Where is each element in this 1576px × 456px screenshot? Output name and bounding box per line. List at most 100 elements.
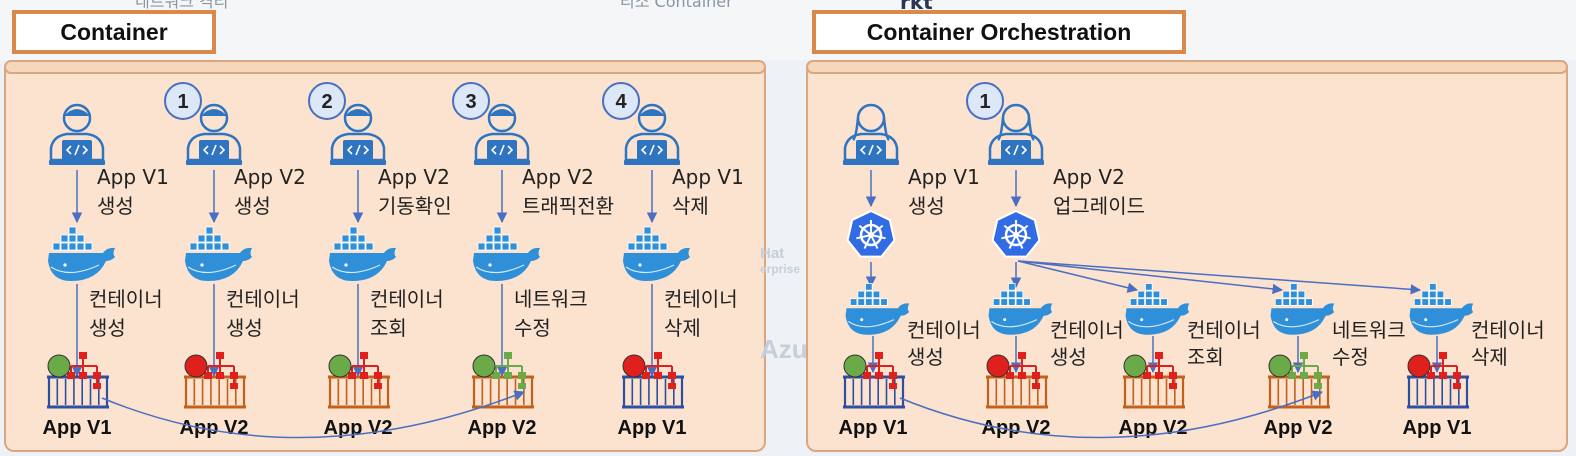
- docker-icon: [845, 283, 910, 335]
- app-version-label: App V2: [1264, 417, 1333, 439]
- step-number: 1: [164, 82, 202, 120]
- container-icon: [184, 352, 246, 409]
- action-label: App V1: [908, 165, 980, 189]
- command-label: 생성: [907, 345, 944, 369]
- status-indicator: [843, 354, 867, 378]
- panel-scroll-edge: [806, 60, 1568, 74]
- command-label: 수정: [1332, 345, 1369, 369]
- container-icon: [472, 352, 534, 409]
- network-icon: [348, 352, 382, 389]
- traffic-switch-arrow: [101, 390, 525, 439]
- docker-icon: [329, 226, 396, 281]
- developer-icon: [474, 103, 530, 165]
- developer-icon: [330, 103, 386, 165]
- action-label: 트래픽전환: [522, 194, 614, 218]
- action-label: 생성: [97, 194, 134, 218]
- docker-icon: [623, 226, 690, 281]
- action-label: 생성: [908, 194, 945, 218]
- container-icon: [328, 352, 390, 409]
- step-label: 1: [979, 91, 990, 113]
- container-icon: [47, 352, 109, 409]
- app-version-label: App V2: [324, 417, 393, 439]
- flow-arrow: [1017, 260, 1139, 293]
- step-label: 2: [321, 91, 332, 113]
- container-icon: [622, 352, 684, 409]
- orchestration-panel: [806, 60, 1568, 452]
- network-icon: [67, 352, 101, 389]
- action-label: App V2: [234, 165, 306, 189]
- action-label: 생성: [234, 194, 271, 218]
- command-label: 조회: [370, 316, 407, 340]
- status-indicator: [184, 354, 208, 378]
- docker-icon: [48, 226, 115, 281]
- status-indicator: [1268, 354, 1292, 378]
- app-version-label: App V1: [618, 417, 687, 439]
- command-label: 컨테이너: [907, 318, 981, 342]
- action-label: App V2: [522, 165, 594, 189]
- developer-icon: [49, 103, 105, 165]
- status-indicator: [622, 354, 646, 378]
- command-label: 컨테이너: [1050, 318, 1124, 342]
- container-icon: [843, 352, 905, 409]
- network-icon: [1143, 352, 1177, 389]
- background-text: Azu: [760, 334, 808, 364]
- panel-scroll-edge: [4, 60, 766, 74]
- action-label: App V1: [97, 165, 169, 189]
- status-indicator: [1407, 354, 1431, 378]
- command-label: 조회: [1187, 345, 1224, 369]
- step-label: 4: [615, 91, 627, 113]
- docker-icon: [1270, 283, 1335, 335]
- docker-icon: [185, 226, 252, 281]
- network-icon: [1006, 352, 1040, 389]
- action-label: 업그레이드: [1053, 194, 1145, 218]
- network-icon: [642, 352, 676, 389]
- network-icon: [1427, 352, 1461, 389]
- background-strip: [0, 0, 1576, 60]
- background-text: Hat: [760, 245, 784, 262]
- orchestration-title: Container Orchestration: [812, 10, 1186, 54]
- command-label: 삭제: [664, 316, 701, 340]
- action-label: App V1: [672, 165, 744, 189]
- app-version-label: App V2: [468, 417, 537, 439]
- command-label: 컨테이너: [1187, 318, 1261, 342]
- background-text: erprise: [760, 262, 800, 276]
- step-label: 3: [465, 91, 476, 113]
- kubernetes-icon: [991, 209, 1041, 258]
- status-indicator: [47, 354, 71, 378]
- traffic-switch-arrow: [899, 390, 1323, 439]
- step-number: 3: [452, 82, 490, 120]
- command-label: 네트워크: [1332, 318, 1406, 342]
- container-icon: [1268, 352, 1330, 409]
- docker-icon: [988, 283, 1053, 335]
- step-number: 1: [966, 82, 1004, 120]
- container-icon: [1123, 352, 1185, 409]
- command-label: 생성: [226, 316, 263, 340]
- step-number: 2: [308, 82, 346, 120]
- background-text: 네트워크 격리: [135, 0, 229, 11]
- kubernetes-icon: [846, 209, 896, 258]
- command-label: 삭제: [1471, 345, 1508, 369]
- background-text: 리소 Container: [620, 0, 733, 11]
- developer-icon: [843, 103, 899, 165]
- command-label: 생성: [89, 316, 126, 340]
- action-label: 기동확인: [378, 194, 452, 218]
- docker-icon: [1125, 283, 1190, 335]
- command-label: 컨테이너: [370, 287, 444, 311]
- app-version-label: App V2: [180, 417, 249, 439]
- docker-icon: [1409, 283, 1474, 335]
- status-indicator: [986, 354, 1010, 378]
- network-icon: [1288, 352, 1322, 389]
- command-label: 컨테이너: [89, 287, 163, 311]
- flow-arrow: [1017, 260, 1422, 295]
- app-version-label: App V2: [982, 417, 1051, 439]
- network-icon: [863, 352, 897, 389]
- app-version-label: App V1: [839, 417, 908, 439]
- app-version-label: App V1: [43, 417, 112, 439]
- app-version-label: App V1: [1403, 417, 1472, 439]
- action-label: App V2: [378, 165, 450, 189]
- command-label: 네트워크: [514, 287, 588, 311]
- network-icon: [204, 352, 238, 389]
